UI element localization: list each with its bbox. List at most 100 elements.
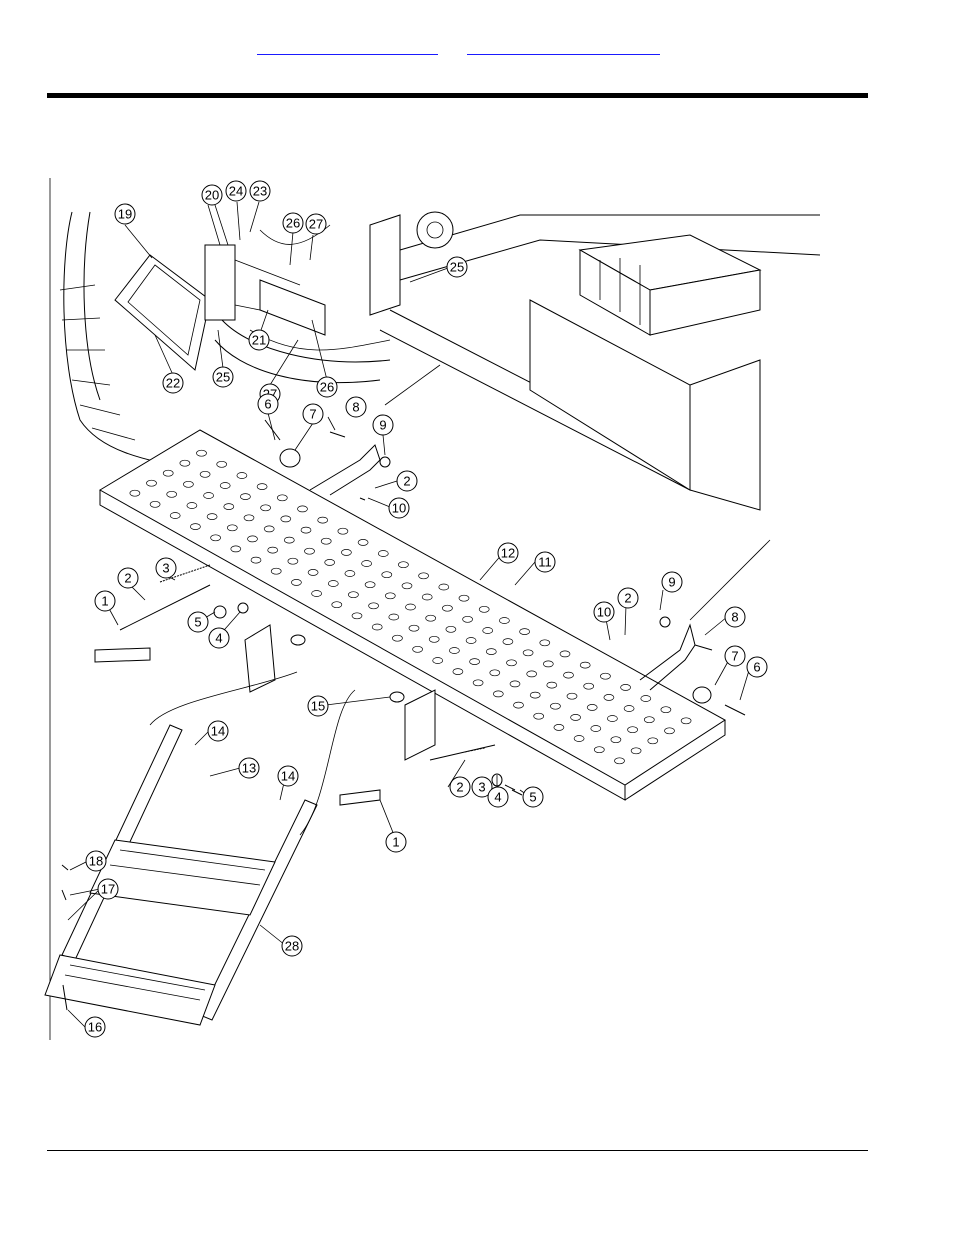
- tread-dimple: [236, 472, 248, 479]
- tread-dimple: [570, 714, 581, 721]
- svg-text:10: 10: [597, 605, 611, 620]
- tread-dimple: [149, 500, 161, 508]
- callout-10: 10: [593, 601, 615, 623]
- tread-dimple: [203, 492, 214, 499]
- hinge-upper-left: [264, 419, 391, 501]
- svg-text:2: 2: [124, 571, 131, 586]
- callout-14: 14: [207, 720, 229, 742]
- svg-text:23: 23: [253, 184, 267, 199]
- tread-dimple: [502, 638, 514, 645]
- callout-22: 22: [162, 372, 184, 394]
- callout-2: 2: [117, 567, 139, 589]
- step-ladder: [44, 724, 318, 1026]
- tread-dimple: [300, 526, 312, 534]
- tread-dimple: [664, 727, 675, 735]
- tread-dimple: [341, 549, 352, 556]
- callout-4: 4: [208, 627, 230, 649]
- svg-text:7: 7: [309, 407, 316, 422]
- tread-dimple: [270, 567, 282, 575]
- svg-text:4: 4: [215, 631, 222, 646]
- tread-dimple: [573, 735, 585, 742]
- tread-dimple: [519, 628, 530, 635]
- header-link-2[interactable]: [467, 38, 660, 55]
- callout-5: 5: [187, 611, 209, 633]
- tread-dimple: [425, 614, 437, 622]
- tread-dimple: [442, 604, 453, 612]
- tread-dimple: [377, 550, 389, 557]
- tread-dimple: [348, 591, 359, 599]
- tread-dimple: [280, 515, 292, 523]
- callout-23: 23: [249, 180, 271, 202]
- svg-text:2: 2: [456, 780, 463, 795]
- svg-text:22: 22: [166, 376, 180, 391]
- callout-25: 25: [212, 366, 234, 388]
- tread-dimple: [230, 545, 242, 553]
- callout-5: 5: [522, 786, 544, 808]
- callout-16: 16: [84, 1016, 106, 1038]
- tread-dimple: [630, 747, 642, 755]
- tread-dimple: [401, 582, 413, 590]
- tread-dimple: [256, 483, 268, 490]
- tread-dimple: [162, 469, 174, 477]
- callout-3: 3: [471, 776, 493, 798]
- svg-text:25: 25: [216, 370, 230, 385]
- callout-6: 6: [746, 656, 768, 678]
- tread-dimple: [199, 470, 211, 478]
- header-rule: [47, 93, 868, 98]
- tread-dimple: [478, 605, 490, 613]
- tread-dimple: [392, 634, 403, 642]
- tread-dimple: [583, 682, 595, 690]
- tread-dimple: [458, 594, 470, 602]
- header-link-1[interactable]: [257, 38, 438, 55]
- footer-rule: [47, 1150, 868, 1151]
- svg-text:2: 2: [624, 591, 631, 606]
- svg-text:5: 5: [194, 615, 201, 630]
- svg-text:1: 1: [101, 594, 108, 609]
- callout-21: 21: [248, 329, 270, 351]
- callout-18: 18: [85, 850, 107, 872]
- tread-dimple: [337, 527, 349, 535]
- svg-text:2: 2: [403, 474, 410, 489]
- svg-text:26: 26: [320, 380, 334, 395]
- tread-dimple: [267, 546, 279, 554]
- tread-dimple: [643, 716, 655, 724]
- tread-dimple: [398, 561, 409, 569]
- tread-dimple: [526, 670, 538, 678]
- tread-dimple: [368, 602, 379, 610]
- svg-text:11: 11: [538, 555, 552, 570]
- tread-dimple: [445, 625, 457, 633]
- tread-dimple: [186, 502, 198, 509]
- tread-dimple: [462, 615, 473, 623]
- callout-2: 2: [396, 470, 418, 492]
- svg-text:5: 5: [529, 790, 536, 805]
- svg-text:16: 16: [88, 1020, 102, 1035]
- svg-text:27: 27: [309, 217, 323, 232]
- callout-10: 10: [388, 497, 410, 519]
- callout-8: 8: [345, 396, 367, 418]
- tread-dimple: [563, 671, 574, 679]
- tread-dimple: [276, 494, 288, 502]
- svg-text:15: 15: [311, 699, 325, 714]
- tread-dimple: [351, 612, 363, 620]
- pin-assembly-right: [339, 689, 523, 806]
- svg-text:9: 9: [379, 418, 386, 433]
- tread-dimple: [452, 668, 464, 675]
- tread-dimple: [600, 672, 611, 680]
- callout-15: 15: [307, 695, 329, 717]
- callout-2: 2: [449, 776, 471, 798]
- callout-9: 9: [661, 571, 683, 593]
- tread-dimple: [381, 571, 393, 579]
- tread-dimple: [190, 523, 201, 530]
- tread-dimple: [146, 479, 157, 487]
- callout-24: 24: [225, 180, 247, 202]
- tread-dimple: [357, 539, 369, 546]
- callout-14: 14: [277, 765, 299, 787]
- svg-text:18: 18: [89, 854, 103, 869]
- tread-dimple: [223, 503, 235, 510]
- tread-dimple: [579, 661, 591, 669]
- tread-dimple: [210, 534, 221, 542]
- callout-6: 6: [257, 393, 279, 415]
- tread-dimple: [183, 480, 194, 488]
- callout-17: 17: [97, 878, 119, 900]
- tread-dimple: [620, 684, 631, 691]
